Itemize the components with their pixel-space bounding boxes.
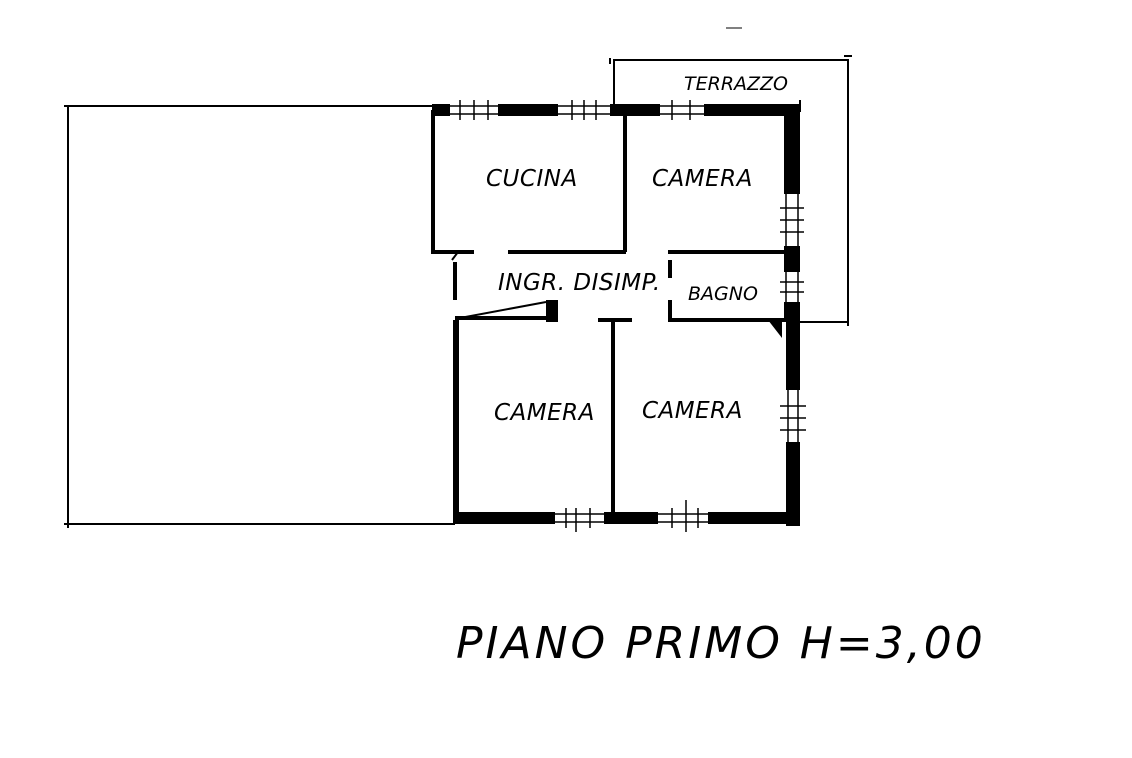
- door-swing: [768, 320, 782, 338]
- room-label-camera-top: CAMERA: [652, 166, 753, 192]
- plan-title: PIANO PRIMO H=3,00: [456, 618, 986, 669]
- room-label-camera-right: CAMERA: [642, 398, 743, 424]
- exterior-walls: [432, 104, 800, 526]
- room-label-terrazzo: TERRAZZO: [684, 73, 788, 95]
- adjacent-area-outline: [64, 105, 455, 528]
- room-label-camera-left: CAMERA: [494, 400, 595, 426]
- interior-walls: [431, 110, 786, 514]
- room-label-cucina: CUCINA: [486, 166, 578, 192]
- windows: [450, 100, 806, 532]
- staircase: [451, 251, 558, 322]
- room-label-ingresso: INGR. DISIMP.: [498, 270, 661, 296]
- room-label-bagno: BAGNO: [688, 283, 758, 305]
